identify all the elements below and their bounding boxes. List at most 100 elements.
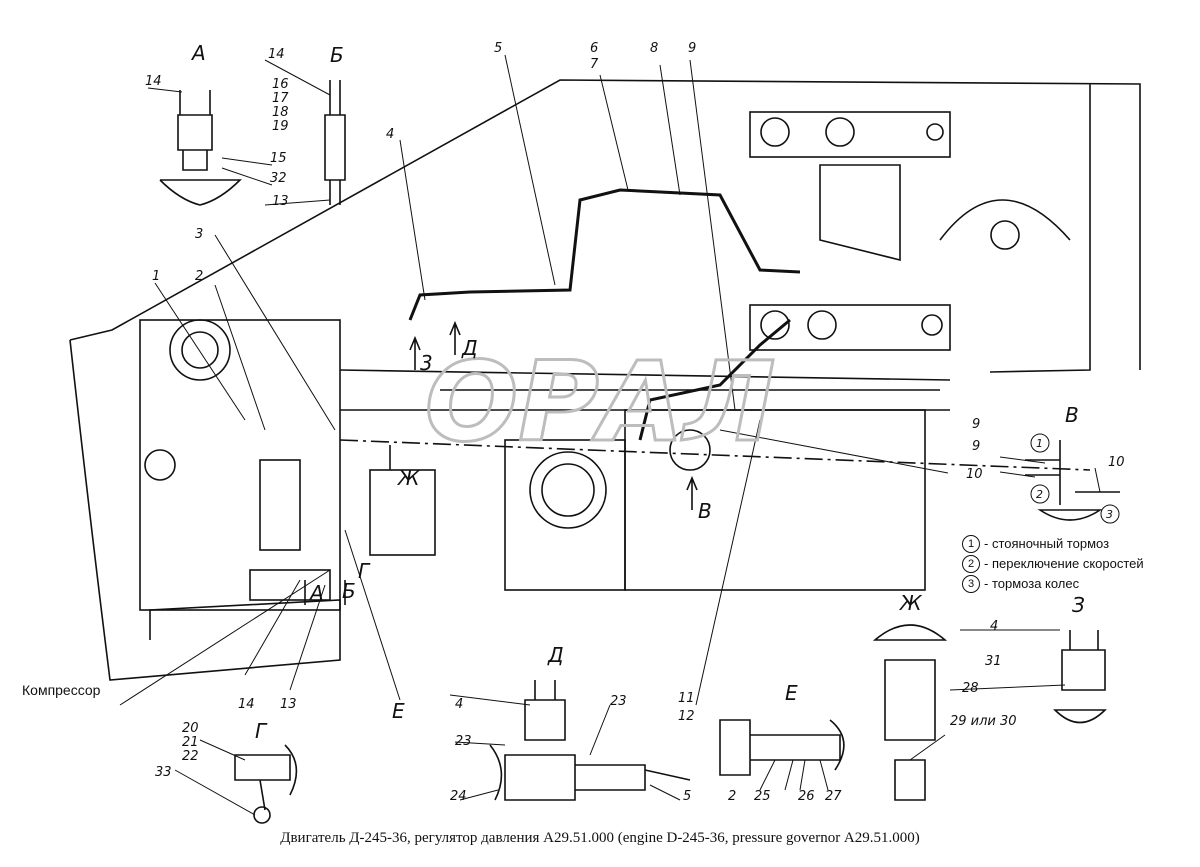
callout-3: 3 <box>195 227 203 242</box>
figure-caption: Двигатель Д-245-36, регулятор давления А… <box>280 830 920 846</box>
callout-18: 18 <box>272 105 289 120</box>
callout-9b: 9 <box>972 439 980 454</box>
callout-20: 20 <box>182 721 199 736</box>
callout-24: 24 <box>450 789 467 804</box>
callout-28: 28 <box>962 681 979 696</box>
callout-11: 11 <box>678 691 695 706</box>
arrow-v <box>686 475 698 510</box>
callout-6: 6 <box>590 41 598 56</box>
callout-7: 7 <box>590 57 599 72</box>
view-label-d: Д <box>547 643 564 667</box>
arrow-label-e: Е <box>392 699 405 723</box>
view-g-fitting <box>234 744 298 824</box>
callout-4: 4 <box>386 127 394 142</box>
view-v-circle-3: 3 <box>1106 508 1113 521</box>
callout-9: 9 <box>688 41 696 56</box>
callout-15: 15 <box>270 151 287 166</box>
callout-4d: 4 <box>455 697 463 712</box>
turbo <box>169 319 231 381</box>
legend-text: - переключение скоростей <box>984 556 1144 571</box>
view-label-e: Е <box>785 681 798 705</box>
callout-22: 22 <box>182 749 199 764</box>
callout-12: 12 <box>678 709 695 724</box>
callout-23b: 23 <box>610 694 627 709</box>
callout-33: 33 <box>155 765 172 780</box>
callout-26: 26 <box>798 789 815 804</box>
legend-text: - стояночный тормоз <box>984 536 1110 551</box>
legend: 1 - стояночный тормоз 2 - переключение с… <box>962 534 1144 594</box>
view-label-a: А <box>190 41 206 65</box>
arrow-label-v: В <box>698 499 712 523</box>
arrow-label-z: 3 <box>420 351 433 375</box>
legend-num: 2 <box>962 555 980 573</box>
view-label-z: З <box>1072 593 1085 617</box>
legend-item-1: 1 - стояночный тормоз <box>962 534 1144 554</box>
arrow-label-a: А <box>308 581 324 605</box>
callout-23a: 23 <box>455 734 472 749</box>
air-pipe <box>408 188 801 321</box>
callout-14b: 14 <box>268 47 285 62</box>
shaft-flange <box>669 429 711 471</box>
legend-item-3: 3 - тормоза колес <box>962 574 1144 594</box>
callout-19: 19 <box>272 119 289 134</box>
cab-outline <box>69 79 1141 373</box>
arrow-d <box>449 320 461 355</box>
callout-4z: 4 <box>990 619 998 634</box>
transmission-block <box>624 409 926 591</box>
view-label-zh: Ж <box>898 591 923 615</box>
view-zh-fitting <box>872 624 948 801</box>
legend-num: 1 <box>962 535 980 553</box>
view-v-circle-1: 1 <box>1036 437 1043 450</box>
legend-text: - тормоза колес <box>984 576 1080 591</box>
view-a-fitting <box>159 90 242 206</box>
view-v-fitting <box>1025 440 1120 521</box>
arrow-label-d: Д <box>461 336 478 360</box>
callout-2: 2 <box>195 269 203 284</box>
view-d-fitting <box>489 680 691 801</box>
callout-1: 1 <box>152 269 160 284</box>
callout-9a: 9 <box>972 417 980 432</box>
callout-8: 8 <box>650 41 658 56</box>
view-z-fitting <box>1053 630 1107 724</box>
callout-13a: 13 <box>272 194 289 209</box>
callout-16: 16 <box>272 77 289 92</box>
callout-14a: 14 <box>145 74 162 89</box>
callout-13b: 13 <box>280 697 297 712</box>
arrow-z <box>409 335 421 370</box>
legend-item-2: 2 - переключение скоростей <box>962 554 1144 574</box>
callout-17: 17 <box>272 91 289 106</box>
pulley <box>529 451 607 529</box>
callout-21: 21 <box>182 735 199 750</box>
callout-5: 5 <box>494 41 502 56</box>
callout-2e: 2 <box>728 789 736 804</box>
view-label-g: Г <box>255 719 268 743</box>
dashboard-upper <box>749 111 951 158</box>
watermark: ОРАЛ <box>425 338 776 466</box>
legend-num: 3 <box>962 575 980 593</box>
engine-block <box>139 319 341 611</box>
callout-32: 32 <box>270 171 287 186</box>
arrow-label-zh: Ж <box>396 466 421 490</box>
view-e-fitting <box>719 719 845 776</box>
view-label-v: В <box>1065 403 1079 427</box>
view-label-b: Б <box>330 43 344 67</box>
view-v-circle-2: 2 <box>1036 488 1043 501</box>
governor-block <box>369 469 436 556</box>
callout-25: 25 <box>754 789 771 804</box>
arrow-label-g: Г <box>358 559 371 583</box>
dashboard-lower <box>749 304 951 351</box>
air-pipe-2 <box>638 318 791 441</box>
callout-29-30: 29 или 30 <box>950 714 1017 729</box>
callout-10b: 10 <box>1108 455 1125 470</box>
callout-27: 27 <box>825 789 842 804</box>
view-b-fitting <box>324 80 346 205</box>
steering-wheel <box>939 199 1071 241</box>
arrow-label-b: Б <box>342 579 356 603</box>
callout-14c: 14 <box>238 697 255 712</box>
callout-31: 31 <box>985 654 1002 669</box>
callout-5d: 5 <box>683 789 691 804</box>
callout-10a: 10 <box>966 467 983 482</box>
frame-outline <box>69 339 341 681</box>
compressor-label: Компрессор <box>22 682 101 698</box>
